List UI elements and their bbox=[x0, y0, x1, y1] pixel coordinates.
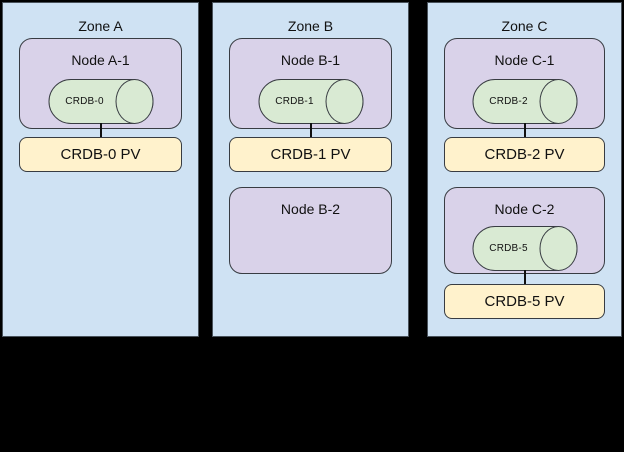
pod-crdb-0-label: CRDB-0 bbox=[65, 96, 104, 107]
node-a1-label: Node A-1 bbox=[71, 52, 130, 68]
pod-crdb-2: CRDB-2 bbox=[472, 79, 577, 124]
zone-b-label: Zone B bbox=[287, 18, 334, 34]
node-c2-label: Node C-2 bbox=[494, 201, 555, 217]
node-b1: Node B-1 CRDB-1 bbox=[229, 38, 392, 129]
pod-crdb-5-label: CRDB-5 bbox=[489, 243, 528, 254]
pv-crdb-5: CRDB-5 PV bbox=[444, 284, 605, 319]
zone-b: Zone B Node B-1 CRDB-1 CRDB-1 PV Node B-… bbox=[212, 2, 409, 337]
pv-crdb-5-label: CRDB-5 PV bbox=[484, 293, 565, 310]
node-c2: Node C-2 CRDB-5 bbox=[444, 187, 605, 274]
pv-crdb-2: CRDB-2 PV bbox=[444, 137, 605, 172]
zone-a: Zone A Node A-1 CRDB-0 CRDB-0 PV bbox=[2, 2, 199, 337]
pod-crdb-5: CRDB-5 bbox=[472, 226, 577, 271]
connector-crdb-2-to-pv bbox=[523, 123, 526, 137]
connector-crdb-5-to-pv bbox=[523, 270, 526, 284]
pv-crdb-1: CRDB-1 PV bbox=[229, 137, 392, 172]
pod-crdb-1: CRDB-1 bbox=[258, 79, 363, 124]
connector-crdb-0-to-pv bbox=[99, 123, 102, 137]
node-c1: Node C-1 CRDB-2 bbox=[444, 38, 605, 129]
cylinder-cap bbox=[539, 79, 577, 124]
zone-c: Zone C Node C-1 CRDB-2 CRDB-2 PV Node C-… bbox=[427, 2, 622, 337]
pv-crdb-0: CRDB-0 PV bbox=[19, 137, 182, 172]
pod-crdb-0: CRDB-0 bbox=[48, 79, 153, 124]
cylinder-cap bbox=[539, 226, 577, 271]
node-a1: Node A-1 CRDB-0 bbox=[19, 38, 182, 129]
pv-crdb-2-label: CRDB-2 PV bbox=[484, 146, 565, 163]
node-c1-label: Node C-1 bbox=[494, 52, 555, 68]
node-b1-label: Node B-1 bbox=[280, 52, 341, 68]
cylinder-cap bbox=[325, 79, 363, 124]
pod-crdb-1-label: CRDB-1 bbox=[275, 96, 314, 107]
node-b2: Node B-2 bbox=[229, 187, 392, 274]
pv-crdb-0-label: CRDB-0 PV bbox=[60, 146, 141, 163]
zone-a-label: Zone A bbox=[78, 18, 123, 34]
cylinder-cap bbox=[115, 79, 153, 124]
node-b2-label: Node B-2 bbox=[280, 201, 341, 217]
zone-c-label: Zone C bbox=[501, 18, 548, 34]
pv-crdb-1-label: CRDB-1 PV bbox=[270, 146, 351, 163]
connector-crdb-1-to-pv bbox=[309, 123, 312, 137]
pod-crdb-2-label: CRDB-2 bbox=[489, 96, 528, 107]
